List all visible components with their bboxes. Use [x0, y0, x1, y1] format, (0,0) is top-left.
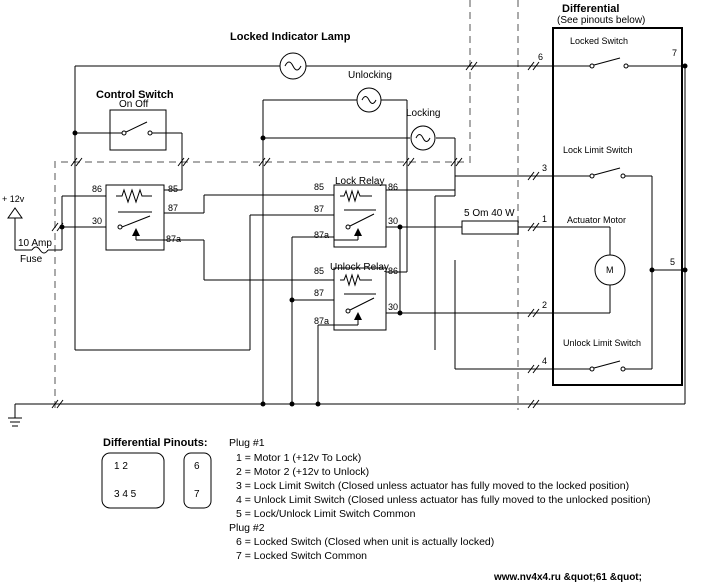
- wire-number-3: 3: [542, 163, 547, 173]
- plug1-item-3: 3 = Lock Limit Switch (Closed unless act…: [236, 480, 629, 492]
- wire-number-5: 5: [670, 257, 675, 267]
- plug1-item-2: 2 = Motor 2 (+12v to Unlock): [236, 466, 369, 478]
- resistor: [461, 220, 519, 235]
- control-switch-states: On Off: [119, 99, 148, 110]
- plug1-pins-top: 1 2: [114, 461, 128, 472]
- fuse-amp-label: 10 Amp: [18, 238, 52, 249]
- resistor-label: 5 Om 40 W: [464, 208, 515, 219]
- unlocking-lamp: [356, 87, 382, 113]
- differential-pinouts-title: Differential Pinouts:: [103, 437, 208, 449]
- locking-lamp: [410, 125, 436, 151]
- control-switch-label: Control Switch: [96, 89, 174, 101]
- dashed-enclosure: [54, 0, 519, 410]
- lock-relay-pin-85: 85: [314, 182, 324, 192]
- actuator-motor: [594, 254, 626, 286]
- connector-breaks: [51, 61, 540, 409]
- control-relay-pin-87: 87: [168, 203, 178, 213]
- locked-indicator-lamp: [279, 52, 307, 80]
- control-relay: [105, 184, 165, 251]
- wire-number-4: 4: [542, 356, 547, 366]
- plug1-item-5: 5 = Lock/Unlock Limit Switch Common: [236, 508, 416, 520]
- control-switch: [109, 109, 167, 151]
- plug2-connector: [183, 452, 212, 509]
- control-relay-pin-87a: 87a: [166, 234, 181, 244]
- plug2-item-7: 7 = Locked Switch Common: [236, 550, 367, 562]
- plug2-pin-6: 6: [194, 461, 200, 472]
- actuator-motor-symbol: M: [606, 265, 614, 275]
- wires: [8, 65, 686, 427]
- plug1-item-4: 4 = Unlock Limit Switch (Closed unless a…: [236, 494, 651, 506]
- see-pinouts-note: (See pinouts below): [557, 15, 645, 26]
- lock-limit-switch: [589, 167, 626, 179]
- lock-relay-pin-30: 30: [388, 216, 398, 226]
- lock-limit-switch-label: Lock Limit Switch: [563, 145, 633, 155]
- unlock-limit-switch-label: Unlock Limit Switch: [563, 338, 641, 348]
- supply-symbol: [7, 207, 23, 219]
- unlocking-lamp-label: Unlocking: [348, 70, 392, 81]
- plug1-pins-bottom: 3 4 5: [114, 489, 137, 500]
- plug2-pin-7: 7: [194, 489, 200, 500]
- wire-number-2: 2: [542, 300, 547, 310]
- differential-box: [552, 27, 683, 386]
- unlock-relay: [333, 267, 387, 331]
- watermark: www.nv4x4.ru &quot;61 &quot;: [493, 572, 642, 583]
- locking-lamp-label: Locking: [406, 108, 440, 119]
- unlock-relay-pin-30: 30: [388, 302, 398, 312]
- fuse-symbol: [31, 246, 49, 254]
- locked-indicator-lamp-label: Locked Indicator Lamp: [230, 31, 351, 43]
- control-relay-pin-85: 85: [168, 184, 178, 194]
- wire-number-7: 7: [672, 48, 677, 58]
- fuse-label: Fuse: [20, 254, 43, 265]
- unlock-limit-switch: [589, 360, 626, 372]
- unlock-relay-pin-87a: 87a: [314, 316, 329, 326]
- lock-relay-label: Lock Relay: [335, 176, 384, 187]
- wire-number-1: 1: [542, 214, 547, 224]
- control-relay-pin-86: 86: [92, 184, 102, 194]
- unlock-relay-pin-87: 87: [314, 288, 324, 298]
- wire-number-6: 6: [538, 52, 543, 62]
- differential-title: Differential: [562, 3, 619, 15]
- supply-label: + 12v: [2, 194, 25, 204]
- actuator-motor-label: Actuator Motor: [567, 215, 626, 225]
- unlock-relay-pin-85: 85: [314, 266, 324, 276]
- plug1-connector: [101, 452, 165, 509]
- lock-relay-pin-87a: 87a: [314, 230, 329, 240]
- locked-switch: [589, 57, 630, 69]
- plug1-item-1: 1 = Motor 1 (+12v To Lock): [236, 452, 361, 464]
- unlock-relay-pin-86: 86: [388, 266, 398, 276]
- unlock-relay-label: Unlock Relay: [330, 262, 389, 273]
- lock-relay-pin-86: 86: [388, 182, 398, 192]
- locked-switch-label: Locked Switch: [570, 36, 628, 46]
- control-relay-pin-30: 30: [92, 216, 102, 226]
- lock-relay-pin-87: 87: [314, 204, 324, 214]
- plug2-item-6: 6 = Locked Switch (Closed when unit is a…: [236, 536, 494, 548]
- plug2-title: Plug #2: [229, 522, 265, 534]
- lock-relay: [333, 184, 387, 248]
- plug1-title: Plug #1: [229, 437, 265, 449]
- junction-dots: [59, 63, 688, 407]
